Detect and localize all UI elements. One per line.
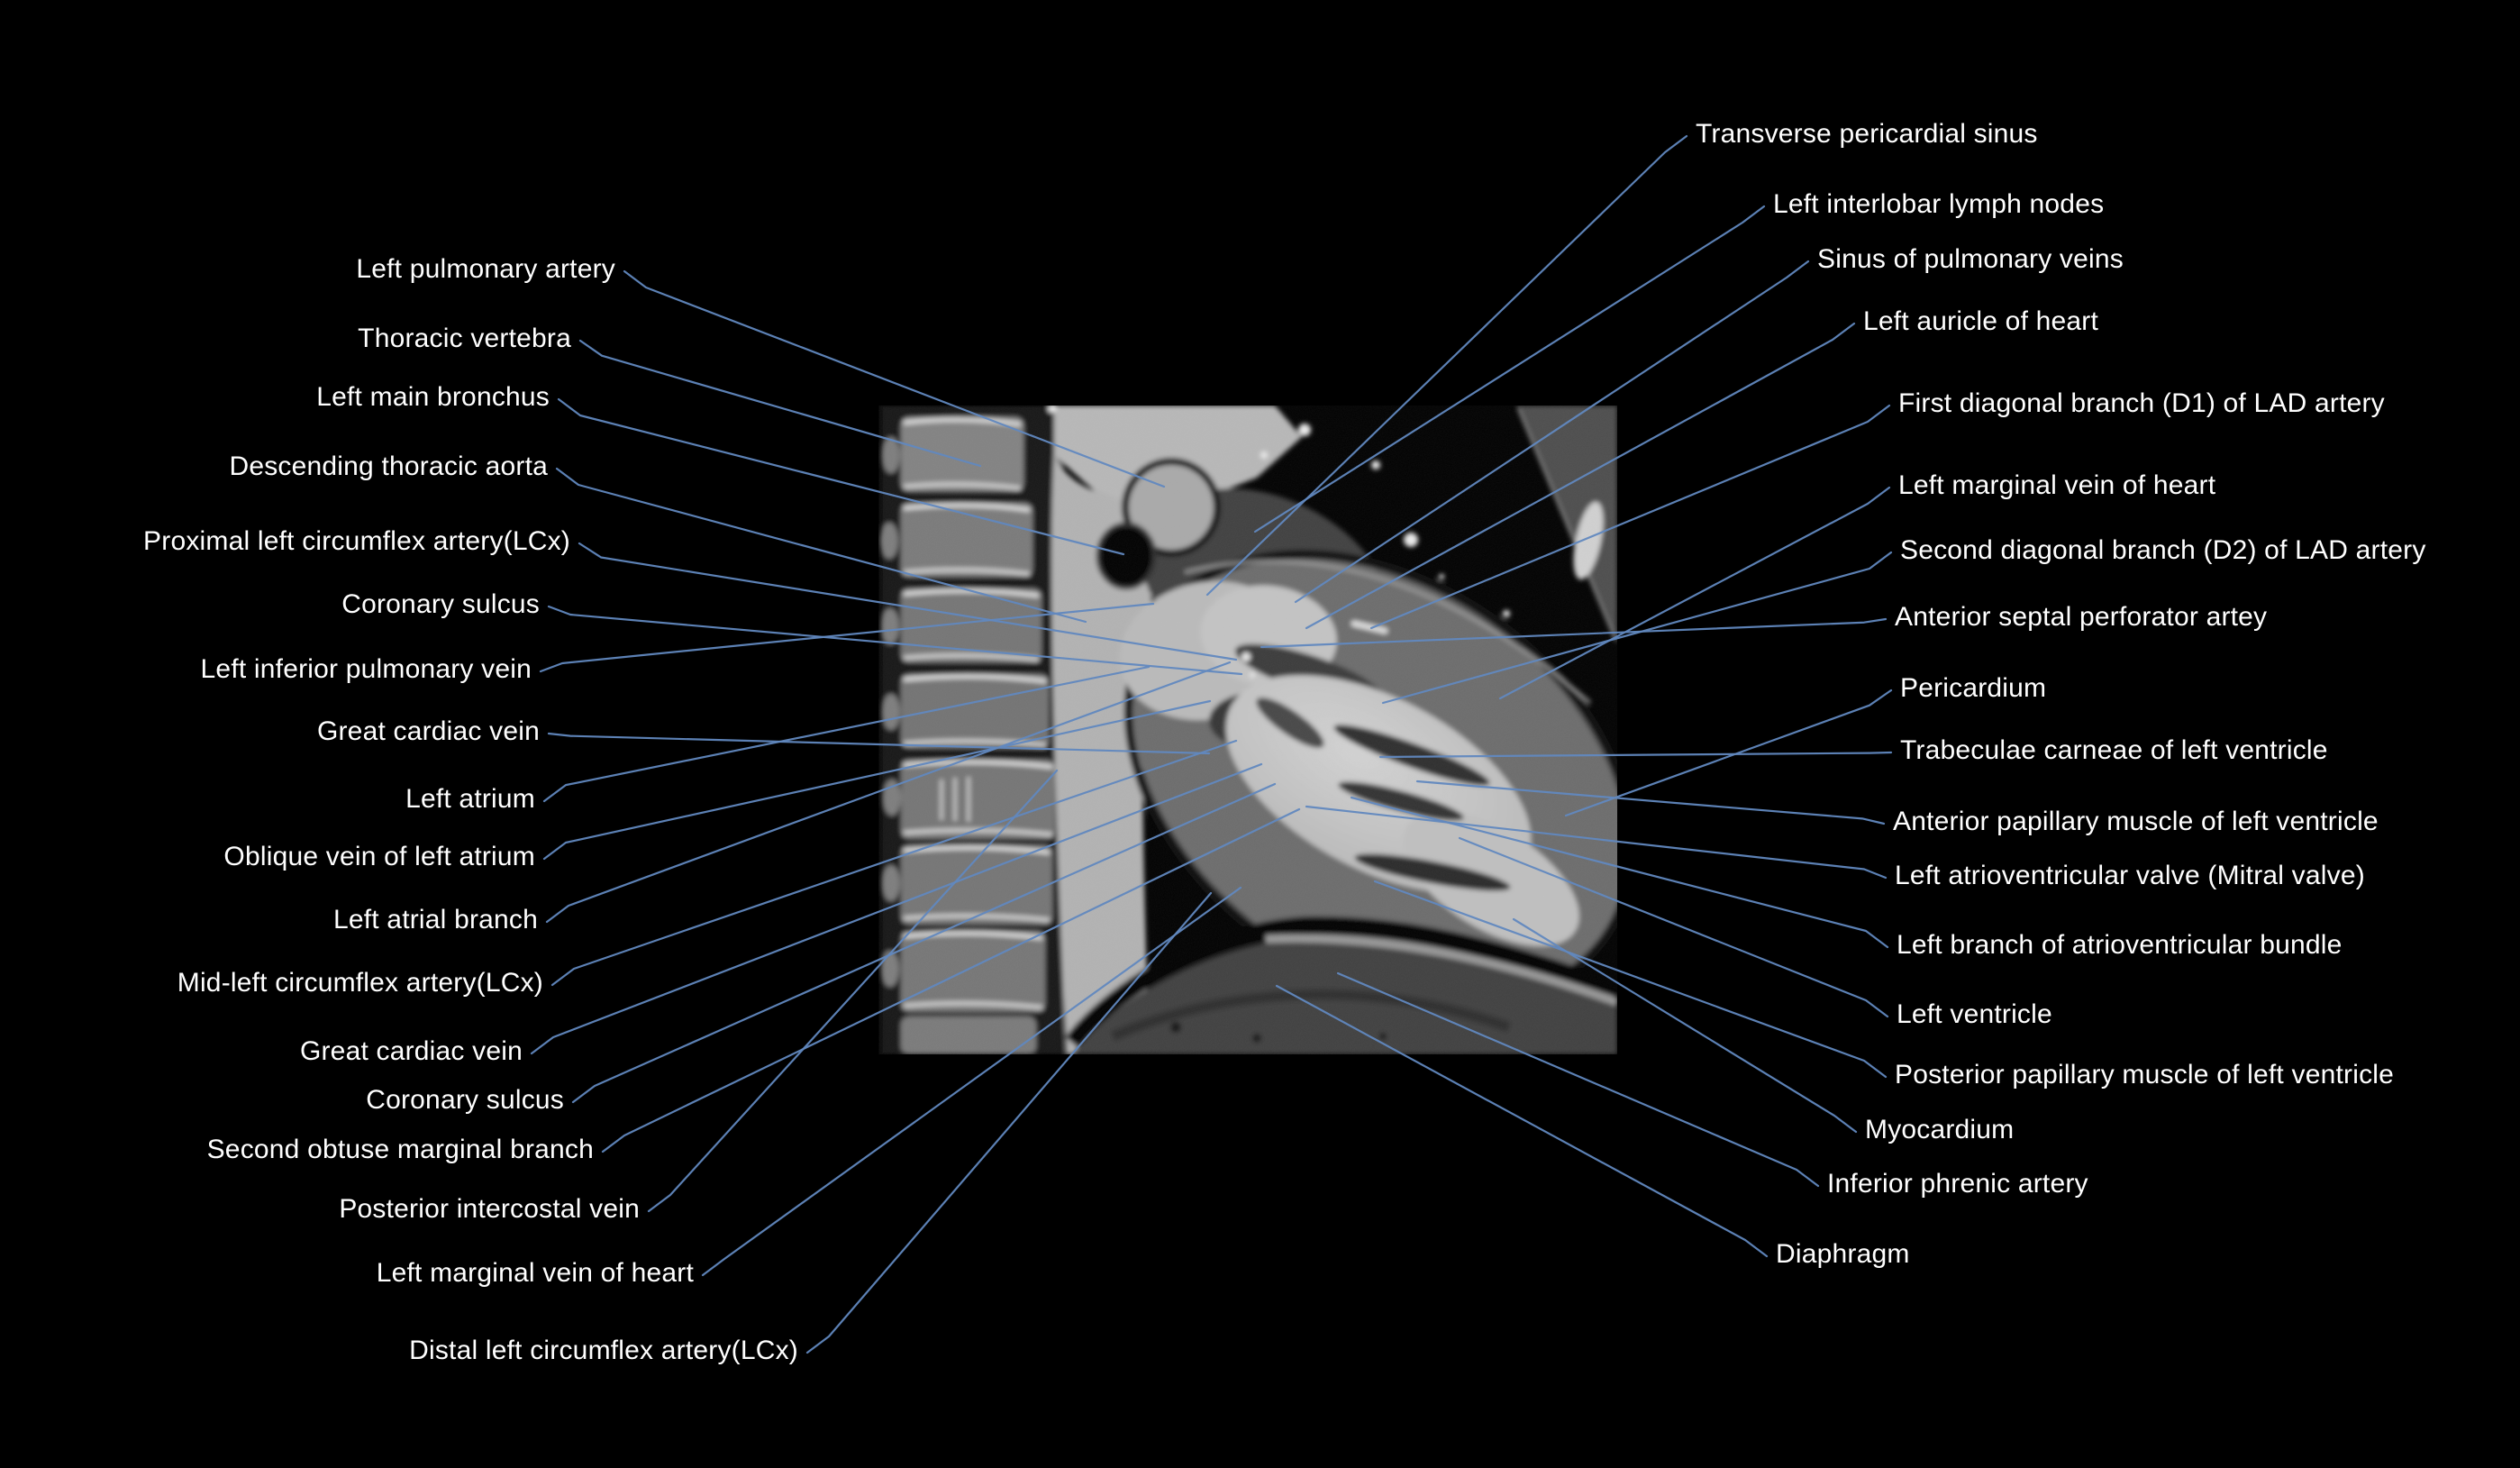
anatomy-label: Great cardiac vein <box>299 1036 523 1066</box>
anatomy-label: Left atrioventricular valve (Mitral valv… <box>1895 861 2365 890</box>
anatomy-label: Oblique vein of left atrium <box>223 842 535 871</box>
anatomy-label: Proximal left circumflex artery(LCx) <box>143 526 570 556</box>
anatomy-label: Trabeculae carneae of left ventricle <box>1900 735 2328 765</box>
anatomy-label: Left atrium <box>405 784 535 814</box>
ct-noise-overlay <box>878 406 1617 1054</box>
anatomy-label: Left main bronchus <box>316 382 550 412</box>
anatomy-label: Left marginal vein of heart <box>1898 470 2216 500</box>
anatomy-label: Pericardium <box>1900 673 2047 703</box>
ct-scan-image <box>878 406 1617 1054</box>
anatomy-label: Posterior intercostal vein <box>339 1194 640 1224</box>
anatomy-label: Second obtuse marginal branch <box>206 1135 594 1164</box>
anatomy-label: Mid-left circumflex artery(LCx) <box>177 968 543 998</box>
anatomy-label: Coronary sulcus <box>341 589 540 619</box>
anatomy-label: Anterior papillary muscle of left ventri… <box>1893 807 2379 836</box>
anatomy-label: Left pulmonary artery <box>356 254 615 284</box>
anatomy-label: Left branch of atrioventricular bundle <box>1897 930 2343 960</box>
anatomy-label: Anterior septal perforator artey <box>1895 602 2268 632</box>
anatomy-label: Left atrial branch <box>332 905 538 935</box>
anatomy-label: Transverse pericardial sinus <box>1696 119 2038 149</box>
anatomy-label: Left ventricle <box>1897 999 2052 1029</box>
anatomy-label: Left auricle of heart <box>1863 306 2099 336</box>
anatomy-label: Thoracic vertebra <box>358 324 571 353</box>
anatomy-label: Inferior phrenic artery <box>1827 1169 2088 1199</box>
anatomy-label: Coronary sulcus <box>366 1085 564 1115</box>
anatomy-label: Second diagonal branch (D2) of LAD arter… <box>1900 535 2426 565</box>
anatomy-label: First diagonal branch (D1) of LAD artery <box>1898 388 2385 418</box>
anatomy-label: Left marginal vein of heart <box>376 1258 694 1288</box>
anatomy-label: Diaphragm <box>1776 1239 1910 1269</box>
anatomy-label: Descending thoracic aorta <box>229 451 548 481</box>
anatomy-label: Great cardiac vein <box>316 716 540 746</box>
anatomy-label: Left interlobar lymph nodes <box>1773 189 2105 219</box>
anatomy-label: Posterior papillary muscle of left ventr… <box>1895 1060 2395 1090</box>
anatomy-label: Myocardium <box>1865 1115 2015 1144</box>
anatomy-label: Distal left circumflex artery(LCx) <box>409 1336 798 1365</box>
anatomy-label: Left inferior pulmonary vein <box>200 654 532 684</box>
anatomy-label: Sinus of pulmonary veins <box>1817 244 2124 274</box>
